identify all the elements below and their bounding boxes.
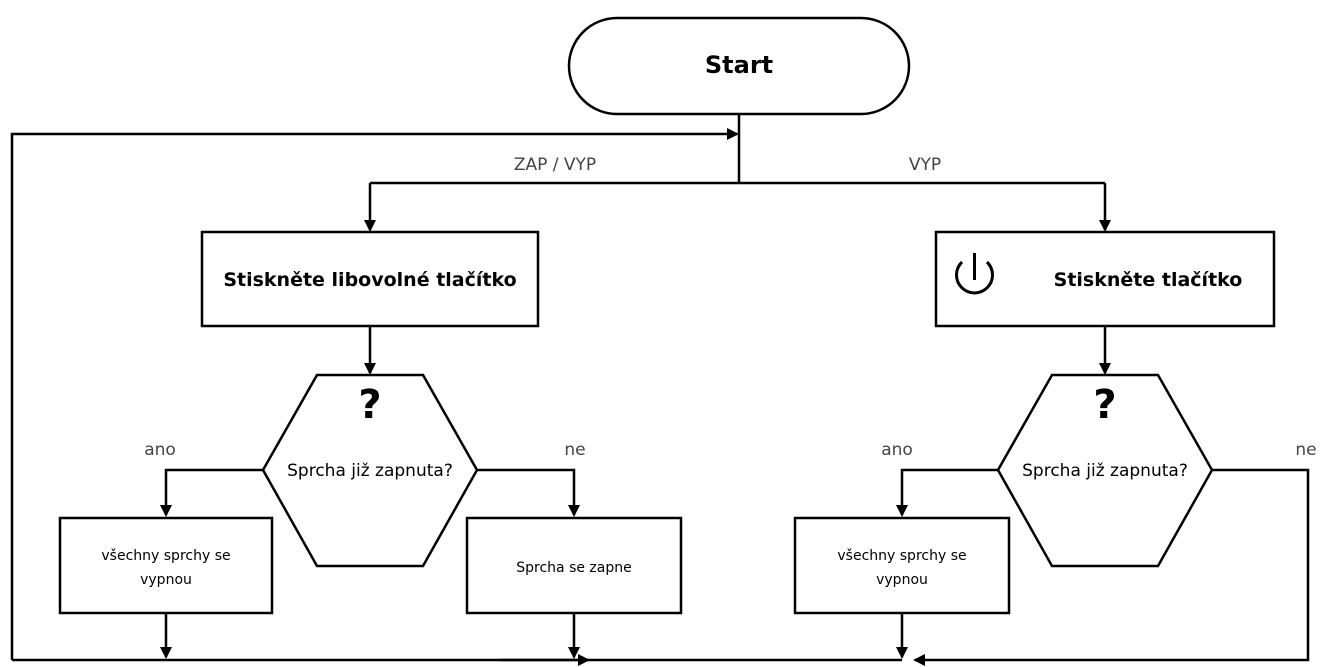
edge-label-left: ZAP / VYP: [514, 155, 596, 175]
right-yes-box-line2: vypnou: [876, 572, 928, 588]
left-yes-box-line2: vypnou: [140, 572, 192, 588]
right-no-label: ne: [1295, 440, 1316, 460]
connectors: [10, 114, 1310, 666]
left-yes-label: ano: [144, 440, 176, 460]
start-node: Start: [567, 16, 911, 116]
edge-label-right: VYP: [909, 155, 941, 175]
right-action-box: Stiskněte tlačítko: [934, 230, 1276, 328]
left-yes-box-line1: všechny sprchy se: [101, 548, 230, 564]
right-question-mark: ?: [1093, 382, 1116, 428]
right-action-label: Stiskněte tlačítko: [1054, 269, 1243, 291]
right-decision: ? Sprcha již zapnuta?: [996, 373, 1214, 568]
right-decision-question: Sprcha již zapnuta?: [1022, 461, 1188, 481]
left-decision: ? Sprcha již zapnuta?: [261, 373, 479, 568]
power-icon: [955, 253, 994, 295]
left-action-box: Stiskněte libovolné tlačítko: [200, 230, 540, 328]
left-no-box-label: Sprcha se zapne: [516, 560, 631, 576]
right-yes-box-line1: všechny sprchy se: [837, 548, 966, 564]
left-question-mark: ?: [358, 382, 381, 428]
right-yes-label: ano: [881, 440, 913, 460]
left-action-label: Stiskněte libovolné tlačítko: [223, 269, 516, 291]
start-label: Start: [705, 51, 773, 79]
left-decision-question: Sprcha již zapnuta?: [287, 461, 453, 481]
left-no-label: ne: [564, 440, 585, 460]
right-yes-box: všechny sprchy se vypnou: [793, 516, 1011, 615]
left-no-box: Sprcha se zapne: [465, 516, 683, 615]
left-yes-box: všechny sprchy se vypnou: [58, 516, 274, 615]
